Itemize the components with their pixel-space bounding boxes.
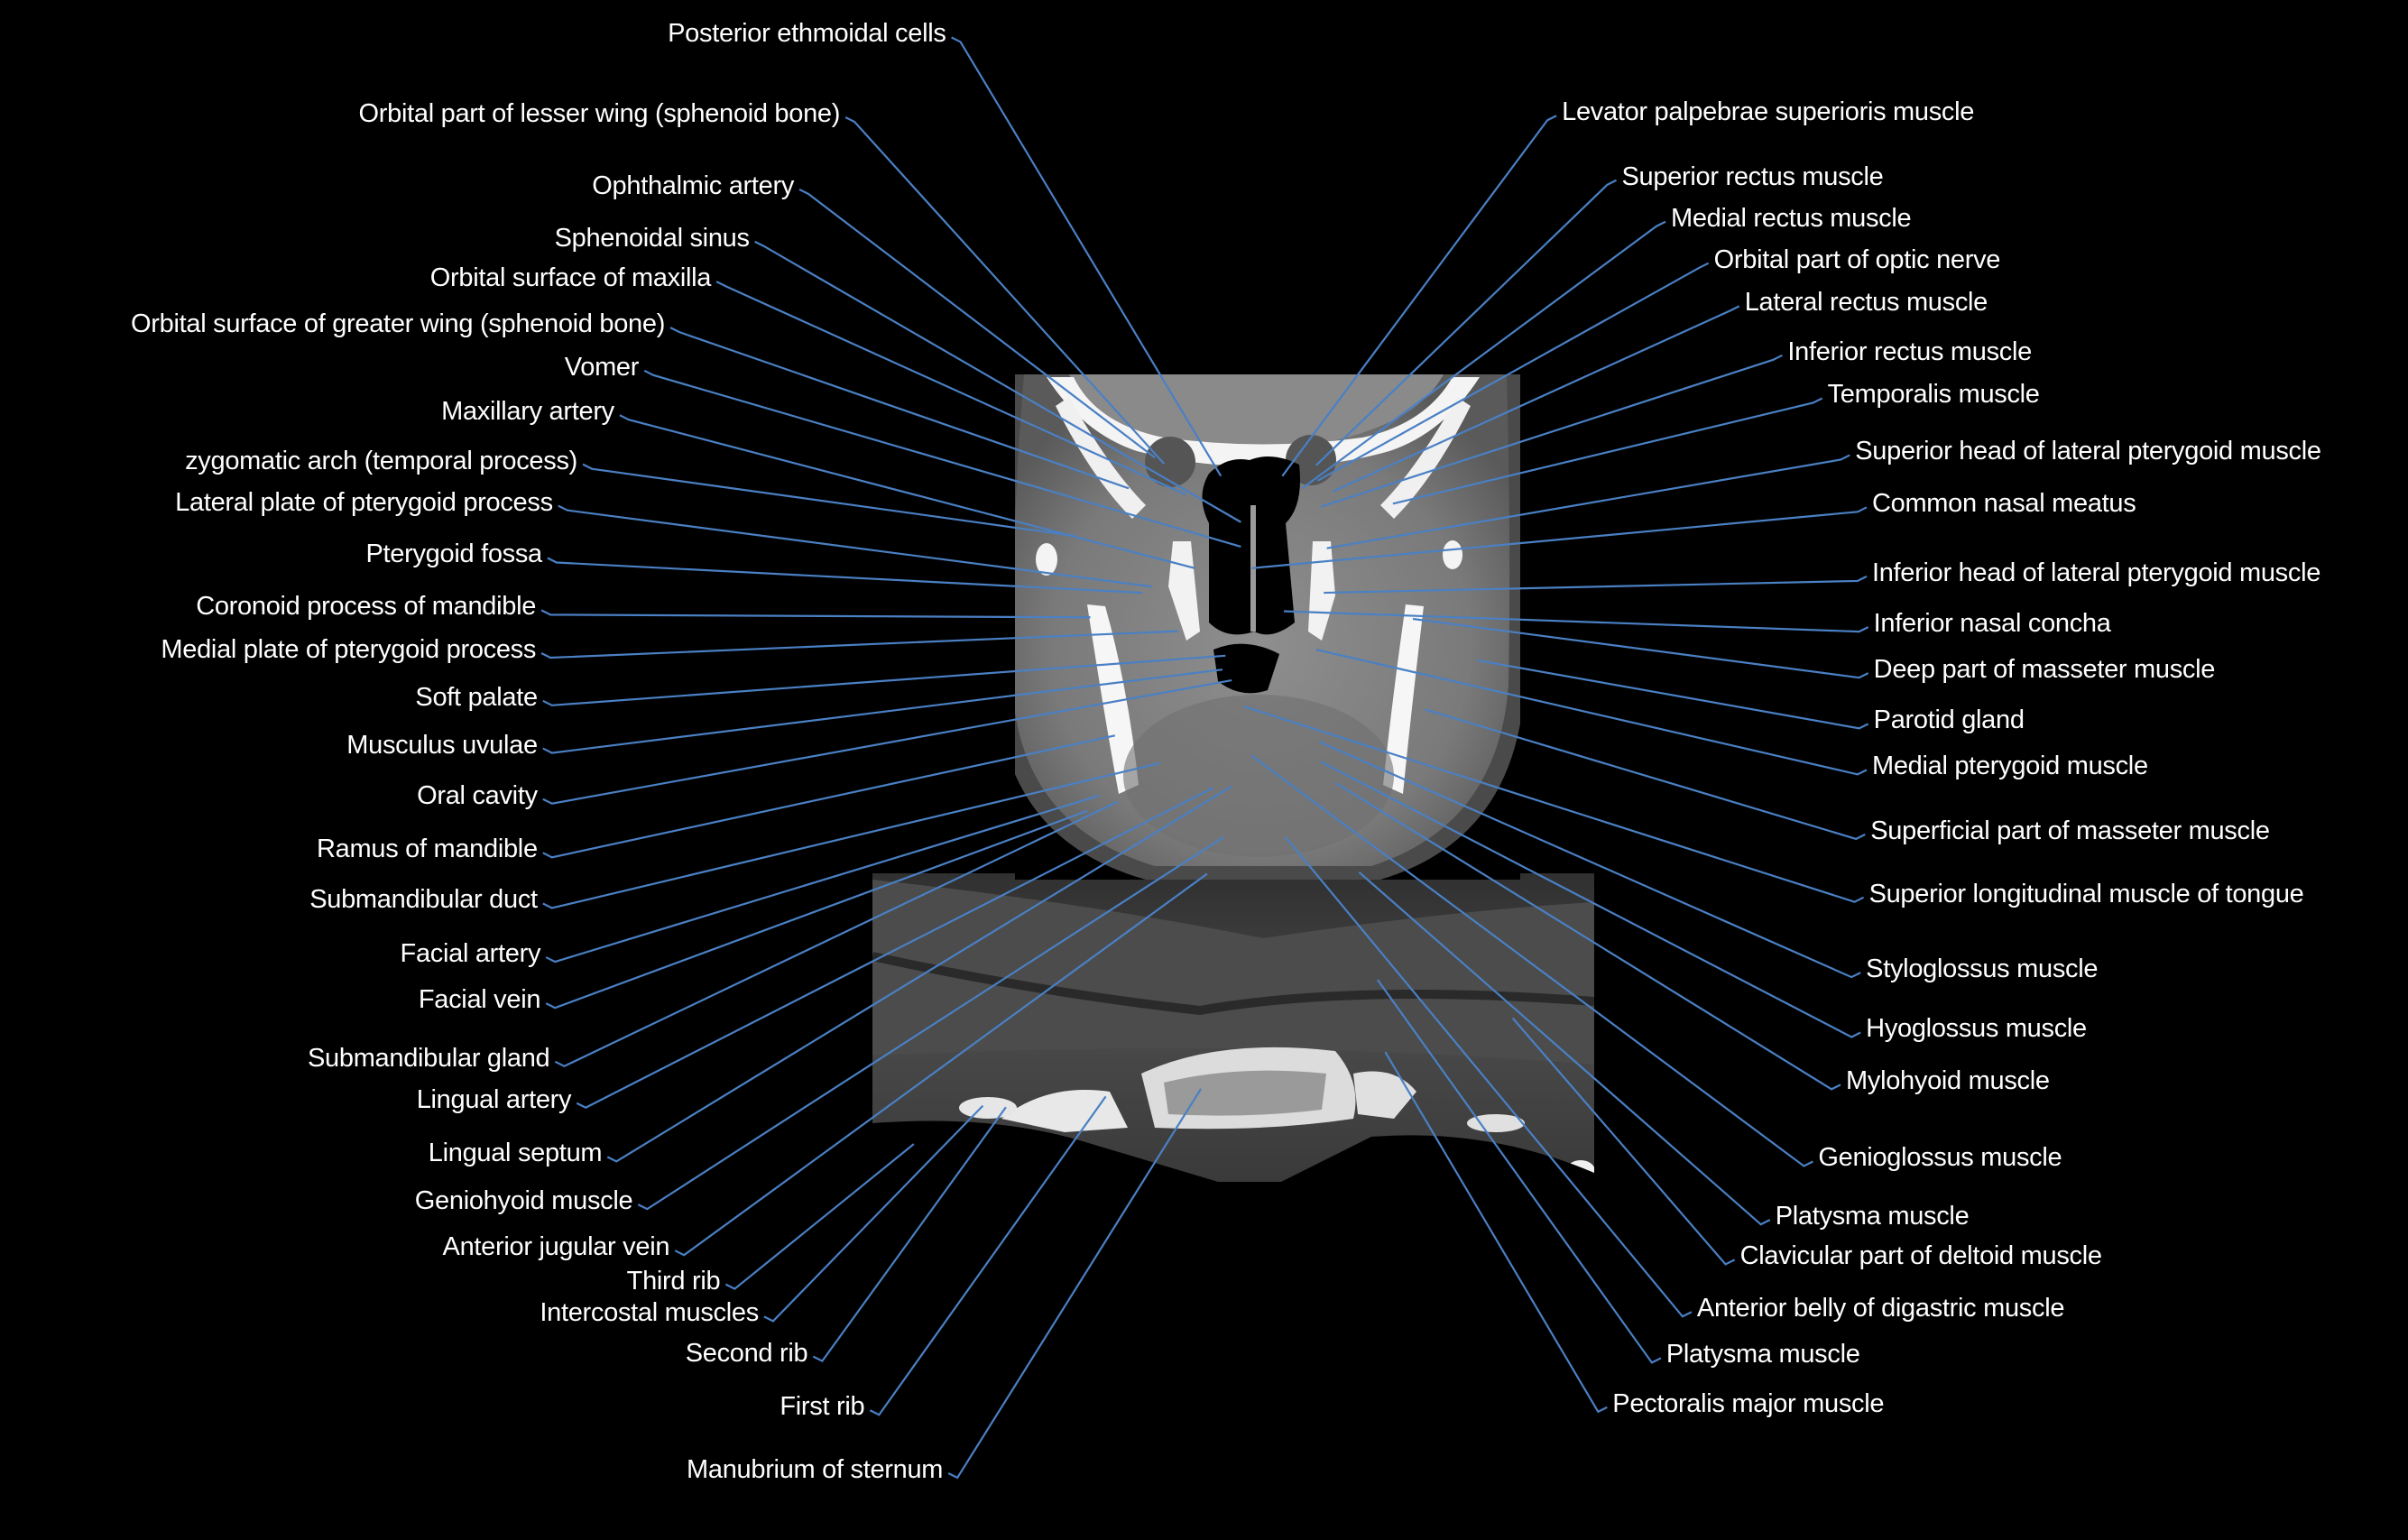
- label-pterygoid-fossa: Pterygoid fossa: [365, 539, 543, 569]
- label-superficial-part-of-masseter-muscle: Superficial part of masseter muscle: [1870, 816, 2270, 845]
- label-medial-plate-of-pterygoid-process: Medial plate of pterygoid process: [161, 635, 537, 665]
- label-deep-part-of-masseter-muscle: Deep part of masseter muscle: [1873, 655, 2216, 685]
- label-posterior-ethmoidal-cells: Posterior ethmoidal cells: [668, 19, 946, 49]
- label-vomer: Vomer: [564, 352, 640, 382]
- label-clavicular-part-of-deltoid-muscle: Clavicular part of deltoid muscle: [1739, 1241, 2102, 1271]
- label-orbital-surface-of-maxilla: Orbital surface of maxilla: [429, 263, 712, 293]
- label-genioglossus-muscle: Genioglossus muscle: [1818, 1143, 2062, 1173]
- label-soft-palate: Soft palate: [415, 682, 538, 712]
- label-levator-palpebrae-superioris-muscle: Levator palpebrae superioris muscle: [1562, 97, 1975, 127]
- label-submandibular-duct: Submandibular duct: [309, 885, 538, 915]
- label-coronoid-process-of-mandible: Coronoid process of mandible: [196, 592, 537, 622]
- label-ophthalmic-artery: Ophthalmic artery: [592, 171, 795, 200]
- label-intercostal-muscles: Intercostal muscles: [540, 1298, 759, 1328]
- neck-ct-panel: [872, 873, 1594, 1182]
- label-first-rib: First rib: [780, 1392, 865, 1422]
- label-superior-rectus-muscle: Superior rectus muscle: [1621, 161, 1884, 191]
- label-superior-longitudinal-muscle-of-tongue: Superior longitudinal muscle of tongue: [1868, 879, 2304, 908]
- label-mylohyoid-muscle: Mylohyoid muscle: [1846, 1066, 2050, 1096]
- label-superior-head-of-lateral-pterygoid-muscle: Superior head of lateral pterygoid muscl…: [1855, 437, 2321, 466]
- label-medial-pterygoid-muscle: Medial pterygoid muscle: [1871, 752, 2148, 781]
- label-common-nasal-meatus: Common nasal meatus: [1871, 489, 2136, 519]
- label-third-rib: Third rib: [626, 1266, 721, 1296]
- label-temporalis-muscle: Temporalis muscle: [1827, 380, 2040, 410]
- label-facial-artery: Facial artery: [400, 939, 541, 969]
- label-facial-vein: Facial vein: [418, 985, 541, 1015]
- label-platysma-muscle: Platysma muscle: [1665, 1340, 1860, 1369]
- label-maxillary-artery: Maxillary artery: [441, 397, 614, 427]
- label-second-rib: Second rib: [685, 1338, 808, 1368]
- label-geniohyoid-muscle: Geniohyoid muscle: [414, 1186, 633, 1216]
- label-zygomatic-arch-temporal-process: zygomatic arch (temporal process): [185, 446, 578, 475]
- label-lingual-artery: Lingual artery: [416, 1084, 572, 1114]
- label-orbital-part-of-optic-nerve: Orbital part of optic nerve: [1713, 244, 2001, 274]
- label-styloglossus-muscle: Styloglossus muscle: [1866, 954, 2099, 984]
- label-anterior-jugular-vein: Anterior jugular vein: [442, 1232, 670, 1262]
- label-lateral-rectus-muscle: Lateral rectus muscle: [1744, 288, 1988, 318]
- label-sphenoidal-sinus: Sphenoidal sinus: [554, 223, 750, 253]
- label-orbital-part-of-lesser-wing-sphenoid-bone: Orbital part of lesser wing (sphenoid bo…: [358, 98, 841, 128]
- label-platysma-muscle: Platysma muscle: [1775, 1202, 1970, 1231]
- label-manubrium-of-sternum: Manubrium of sternum: [687, 1455, 944, 1484]
- label-pectoralis-major-muscle: Pectoralis major muscle: [1612, 1388, 1885, 1418]
- head-ct-panel: [1015, 374, 1520, 880]
- label-musculus-uvulae: Musculus uvulae: [346, 730, 538, 760]
- label-lateral-plate-of-pterygoid-process: Lateral plate of pterygoid process: [175, 487, 553, 517]
- label-oral-cavity: Oral cavity: [417, 780, 538, 810]
- label-hyoglossus-muscle: Hyoglossus muscle: [1866, 1014, 2087, 1044]
- label-medial-rectus-muscle: Medial rectus muscle: [1670, 203, 1912, 233]
- label-ramus-of-mandible: Ramus of mandible: [317, 835, 538, 864]
- label-orbital-surface-of-greater-wing-sphenoid-bone: Orbital surface of greater wing (sphenoi…: [131, 309, 666, 339]
- label-submandibular-gland: Submandibular gland: [308, 1043, 550, 1073]
- label-inferior-head-of-lateral-pterygoid-muscle: Inferior head of lateral pterygoid muscl…: [1871, 558, 2321, 587]
- label-lingual-septum: Lingual septum: [428, 1139, 603, 1168]
- label-inferior-rectus-muscle: Inferior rectus muscle: [1787, 337, 2032, 366]
- label-parotid-gland: Parotid gland: [1873, 705, 2025, 735]
- label-inferior-nasal-concha: Inferior nasal concha: [1873, 609, 2111, 639]
- label-anterior-belly-of-digastric-muscle: Anterior belly of digastric muscle: [1696, 1294, 2065, 1323]
